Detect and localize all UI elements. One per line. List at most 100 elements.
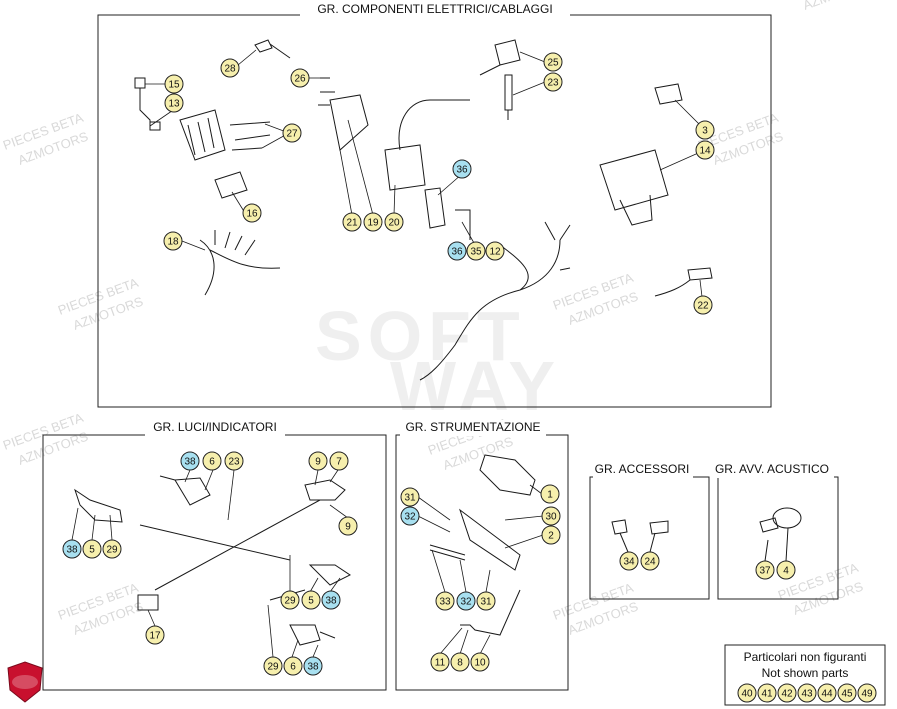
group-horn-title: GR. AVV. ACUSTICO xyxy=(715,462,829,476)
callout-12[interactable]: 12 xyxy=(485,241,505,261)
svg-text:11: 11 xyxy=(435,658,446,669)
svg-text:30: 30 xyxy=(545,512,557,523)
group-accessories-frame xyxy=(589,476,710,600)
part-34-drawing xyxy=(611,519,628,535)
group-horn: GR. AVV. ACUSTICO 37 4 xyxy=(712,462,839,600)
callout-23[interactable]: 23 xyxy=(543,72,563,92)
callout-21[interactable]: 21 xyxy=(342,212,362,232)
callout-17[interactable]: 17 xyxy=(145,625,165,645)
cable-drawing xyxy=(460,589,521,636)
part-16-drawing xyxy=(214,171,248,199)
svg-text:37: 37 xyxy=(759,566,771,577)
callout-19[interactable]: 19 xyxy=(363,212,383,232)
dashboard-drawing xyxy=(479,454,536,496)
callout-1[interactable]: 1 xyxy=(540,484,560,504)
callout-4[interactable]: 4 xyxy=(776,560,796,580)
callout-5-b[interactable]: 5 xyxy=(301,590,321,610)
callout-35[interactable]: 35 xyxy=(466,241,486,261)
not-shown-line1: Particolari non figuranti xyxy=(744,650,867,664)
group-accessories: GR. ACCESSORI 34 24 xyxy=(589,462,710,600)
callout-29-c[interactable]: 29 xyxy=(263,656,283,676)
svg-text:24: 24 xyxy=(644,557,656,568)
callout-9-a[interactable]: 9 xyxy=(308,451,328,471)
svg-text:44: 44 xyxy=(821,689,833,700)
callout-37[interactable]: 37 xyxy=(755,560,775,580)
callout-38-c[interactable]: 38 xyxy=(321,590,341,610)
callout-29-a[interactable]: 29 xyxy=(102,539,122,559)
svg-text:28: 28 xyxy=(224,64,236,75)
callout-32-a[interactable]: 32 xyxy=(400,506,420,526)
callout-38-a[interactable]: 38 xyxy=(180,451,200,471)
callout-2[interactable]: 2 xyxy=(541,525,561,545)
callout-31-a[interactable]: 31 xyxy=(400,487,420,507)
svg-text:9: 9 xyxy=(345,522,351,533)
part-25-drawing xyxy=(479,39,521,76)
svg-text:31: 31 xyxy=(480,597,492,608)
horn-bracket-drawing xyxy=(759,517,779,533)
callout-15[interactable]: 15 xyxy=(164,74,184,94)
callout-31-b[interactable]: 31 xyxy=(476,591,496,611)
callout-40[interactable]: 40 xyxy=(737,683,757,703)
callout-38-b[interactable]: 38 xyxy=(62,539,82,559)
part-23-drawing xyxy=(504,74,513,120)
callout-28[interactable]: 28 xyxy=(220,58,240,78)
rear-light-drawing xyxy=(304,479,346,501)
svg-text:23: 23 xyxy=(228,457,240,468)
accessories-callouts: 34 24 xyxy=(619,551,660,571)
svg-text:14: 14 xyxy=(699,146,711,157)
callout-34[interactable]: 34 xyxy=(619,551,639,571)
group-lights-frame xyxy=(42,434,387,691)
callout-32-b[interactable]: 32 xyxy=(456,591,476,611)
callout-25[interactable]: 25 xyxy=(543,52,563,72)
group-instruments: GR. STRUMENTAZIONE 1 31 32 30 2 xyxy=(395,420,569,691)
callout-10[interactable]: 10 xyxy=(470,652,490,672)
callout-36-bottom[interactable]: 36 xyxy=(447,241,467,261)
callout-7[interactable]: 7 xyxy=(329,451,349,471)
svg-text:31: 31 xyxy=(404,493,416,504)
svg-text:10: 10 xyxy=(474,658,486,669)
callout-45[interactable]: 45 xyxy=(837,683,857,703)
svg-text:26: 26 xyxy=(294,74,306,85)
callout-3[interactable]: 3 xyxy=(695,120,715,140)
svg-text:18: 18 xyxy=(167,237,179,248)
svg-text:32: 32 xyxy=(460,597,472,608)
callout-18[interactable]: 18 xyxy=(163,231,183,251)
callout-23-a[interactable]: 23 xyxy=(224,451,244,471)
callout-6-b[interactable]: 6 xyxy=(283,656,303,676)
group-electrical-title-bg xyxy=(300,2,570,18)
callout-5-a[interactable]: 5 xyxy=(82,539,102,559)
callout-6-a[interactable]: 6 xyxy=(202,451,222,471)
horn-part-drawings xyxy=(759,507,802,562)
callout-36-top[interactable]: 36 xyxy=(452,159,472,179)
callout-14[interactable]: 14 xyxy=(695,140,715,160)
callout-42[interactable]: 42 xyxy=(777,683,797,703)
callout-44[interactable]: 44 xyxy=(817,683,837,703)
callout-22[interactable]: 22 xyxy=(693,295,713,315)
svg-text:38: 38 xyxy=(66,545,78,556)
callout-33[interactable]: 33 xyxy=(435,591,455,611)
callout-9-b[interactable]: 9 xyxy=(338,516,358,536)
svg-text:38: 38 xyxy=(307,662,319,673)
callout-20[interactable]: 20 xyxy=(384,212,404,232)
callout-24[interactable]: 24 xyxy=(640,551,660,571)
callout-8[interactable]: 8 xyxy=(450,652,470,672)
callout-41[interactable]: 41 xyxy=(757,683,777,703)
svg-text:8: 8 xyxy=(457,658,463,669)
big-watermark-2: WAY xyxy=(390,347,561,425)
callout-11[interactable]: 11 xyxy=(430,652,450,672)
callout-43[interactable]: 43 xyxy=(797,683,817,703)
svg-text:32: 32 xyxy=(404,512,416,523)
callout-27[interactable]: 27 xyxy=(282,123,302,143)
callout-49[interactable]: 49 xyxy=(857,683,877,703)
lights-leader-lines xyxy=(71,469,349,658)
callout-38-d[interactable]: 38 xyxy=(303,656,323,676)
svg-text:25: 25 xyxy=(547,58,559,69)
callout-30[interactable]: 30 xyxy=(541,506,561,526)
svg-text:4: 4 xyxy=(783,566,789,577)
callout-13[interactable]: 13 xyxy=(164,93,184,113)
callout-29-b[interactable]: 29 xyxy=(280,590,300,610)
callout-16[interactable]: 16 xyxy=(242,203,262,223)
callout-26[interactable]: 26 xyxy=(290,68,310,88)
part-27-screws xyxy=(229,121,271,151)
